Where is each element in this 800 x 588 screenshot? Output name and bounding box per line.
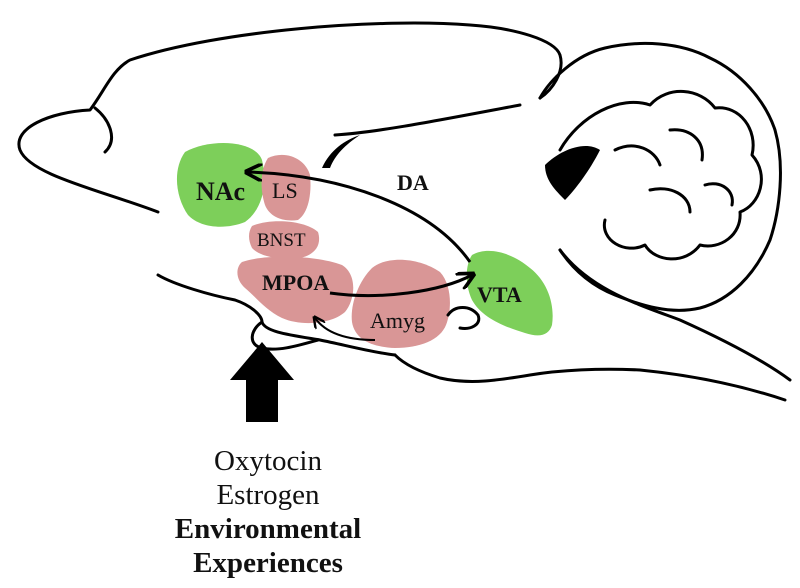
bnst-label: BNST [257,230,306,251]
input-oxytocin: Oxytocin [214,445,322,477]
ls-region [261,154,311,221]
nac-region [176,142,265,227]
ls-label: LS [272,178,298,203]
vta-label: VTA [477,282,522,307]
input-estrogen: Estrogen [216,479,320,511]
input-environmental: Environmental [175,513,361,545]
mpoa-region [237,256,354,324]
brainstem-outline [558,248,792,382]
bnst-region [249,221,320,259]
callosum-line [333,103,522,137]
amyg-label: Amyg [370,308,425,333]
da-label: DA [397,170,429,195]
olfactory-fold [93,106,113,154]
nac-label: NAc [196,177,245,206]
lateral-ventricle [322,135,360,168]
mpoa-label: MPOA [262,270,329,295]
mpoa-to-vta-arrow [329,275,472,298]
cerebellar-folia [558,90,763,261]
da-pathway-arrow [248,172,472,263]
input-arrow [230,342,294,422]
fourth-ventricle [545,145,600,200]
vta-region [466,250,553,336]
amyg-region [351,259,450,348]
cortex-outline [17,21,563,214]
input-experiences: Experiences [193,547,343,579]
amyg-to-mpoa-arrow [315,318,376,341]
